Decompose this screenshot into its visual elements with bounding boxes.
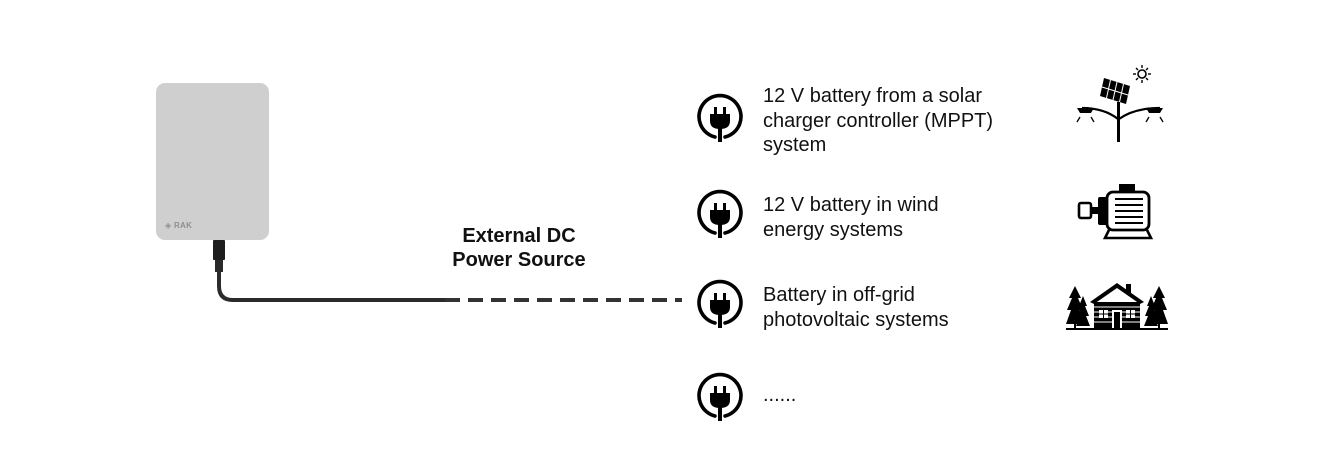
source-label-line1: External DC <box>462 225 576 247</box>
option-solar-mppt-text: 12 V battery from a solar charger contro… <box>763 84 993 158</box>
solar-panel-street-light-icon <box>1076 65 1164 142</box>
option-wind-energy-text: 12 V battery in wind energy systems <box>763 193 939 242</box>
rak-logo: ◈ RAK <box>165 221 193 230</box>
rak-device-enclosure: ◈ RAK <box>156 83 269 240</box>
plug-icon <box>697 93 743 142</box>
option-off-grid-pv-text: Battery in off-grid photovoltaic systems <box>763 283 949 332</box>
cable-solid <box>217 270 447 302</box>
plug-icon <box>697 372 743 421</box>
off-grid-cabin-icon <box>1066 283 1168 330</box>
rak-logo-text: RAK <box>173 221 193 230</box>
source-label-line2: Power Source <box>452 249 586 271</box>
dc-connector-strain-relief <box>215 260 223 272</box>
option-line: charger controller (MPPT) <box>763 109 994 132</box>
option-line: 12 V battery from a solar <box>763 85 982 107</box>
option-line: energy systems <box>763 218 904 241</box>
plug-icon <box>697 189 743 238</box>
option-line: Battery in off-grid <box>763 284 915 306</box>
plug-icon <box>697 279 743 328</box>
external-dc-power-source-label: External DC Power Source <box>430 224 608 272</box>
option-line: photovoltaic systems <box>763 308 949 331</box>
option-line: ...... <box>763 384 797 406</box>
option-more-text: ...... <box>763 383 796 408</box>
dc-connector <box>213 240 225 260</box>
wind-generator-motor-icon <box>1077 184 1154 240</box>
option-line: system <box>763 134 827 156</box>
option-line: 12 V battery in wind <box>763 194 939 216</box>
